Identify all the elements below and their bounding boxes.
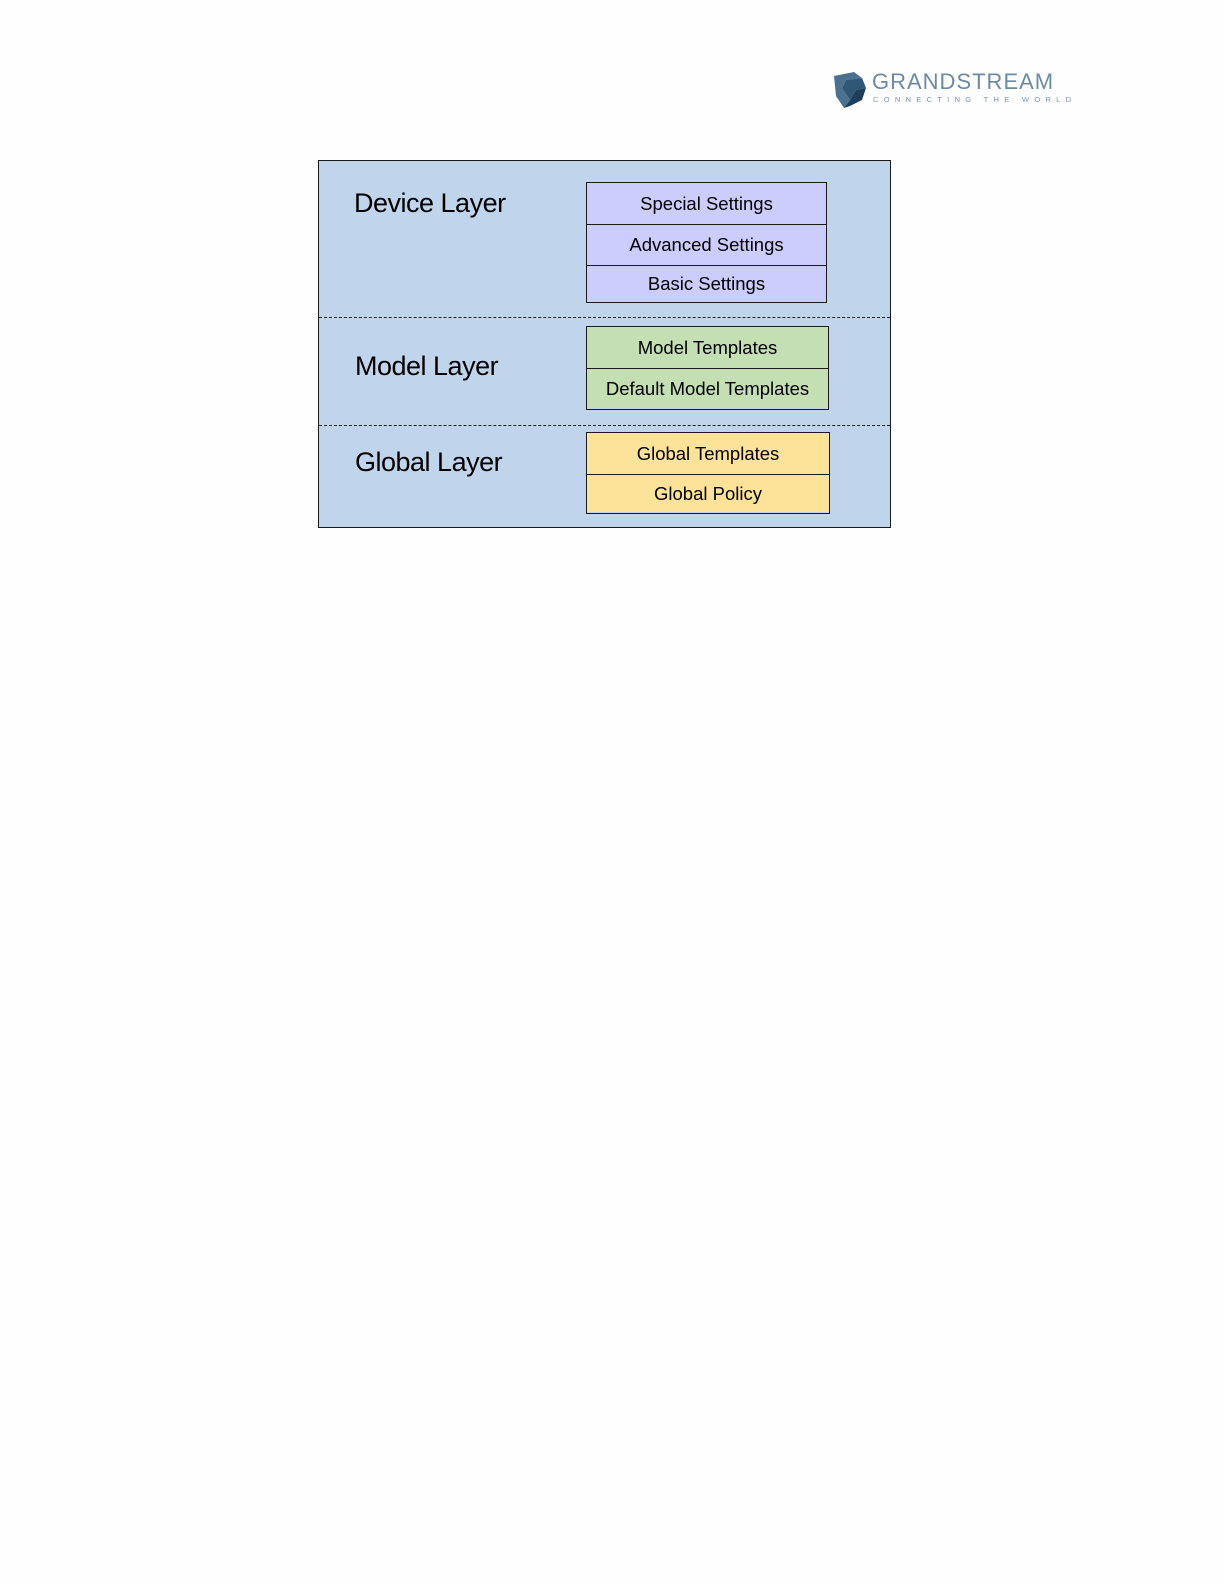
special-settings-box: Special Settings xyxy=(587,183,826,224)
device-layer-stack: Special Settings Advanced Settings Basic… xyxy=(586,182,827,303)
model-layer-label: Model Layer xyxy=(355,351,498,382)
logo-tagline: CONNECTING THE WORLD xyxy=(873,95,1076,104)
model-templates-box: Model Templates xyxy=(587,327,828,368)
global-layer-label: Global Layer xyxy=(355,447,502,478)
layer-divider xyxy=(319,317,890,318)
layer-diagram: Device Layer Special Settings Advanced S… xyxy=(318,160,891,528)
advanced-settings-box: Advanced Settings xyxy=(587,224,826,265)
basic-settings-box: Basic Settings xyxy=(587,265,826,301)
global-templates-box: Global Templates xyxy=(587,433,829,474)
model-layer-stack: Model Templates Default Model Templates xyxy=(586,326,829,410)
device-layer-label: Device Layer xyxy=(354,188,506,219)
global-layer-stack: Global Templates Global Policy xyxy=(586,432,830,514)
grandstream-logo: GRANDSTREAM CONNECTING THE WORLD xyxy=(832,68,1072,112)
default-model-templates-box: Default Model Templates xyxy=(587,368,828,408)
global-policy-box: Global Policy xyxy=(587,474,829,512)
layer-divider xyxy=(319,425,890,426)
grandstream-logo-mark-icon xyxy=(832,70,868,110)
logo-wordmark: GRANDSTREAM xyxy=(872,70,1054,94)
